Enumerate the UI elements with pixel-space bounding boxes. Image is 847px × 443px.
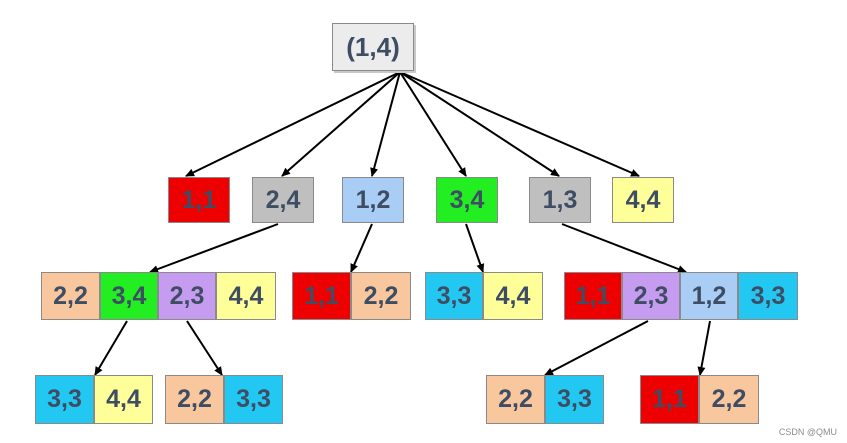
node-l1_4: 1,3	[529, 177, 591, 223]
watermark: CSDN @QMU	[778, 427, 837, 437]
arrow-l2d_2-to-l3d_1	[697, 320, 711, 376]
node-l3d_1: 2,2	[699, 375, 759, 424]
arrow-l1_1-to-l2a_1	[149, 223, 279, 273]
node-l1_0: 1,1	[168, 177, 230, 223]
node-l2b_1: 2,2	[351, 272, 411, 320]
node-l2d_3: 3,3	[738, 272, 798, 320]
arrow-l1_4-to-l2d_2	[561, 223, 687, 273]
arrow-l1_3-to-l2c_0	[465, 223, 485, 273]
node-l2c_0: 3,3	[425, 272, 483, 320]
node-l2a_0: 2,2	[41, 272, 100, 320]
arrow-l1_2-to-l2b_0	[350, 223, 373, 273]
arrow-root-to-l1_2	[370, 71, 401, 177]
node-l3a_1: 4,4	[94, 375, 153, 424]
node-l3a_0: 3,3	[35, 375, 94, 424]
node-l3c_0: 2,2	[486, 375, 545, 424]
node-l1_3: 3,4	[436, 177, 498, 223]
node-l2d_0: 1,1	[564, 272, 622, 320]
arrow-l2d_1-to-l3c_1	[544, 320, 649, 376]
node-l2d_2: 1,2	[680, 272, 738, 320]
arrow-l2a_2-to-l3b_1	[186, 320, 223, 376]
node-l1_2: 1,2	[342, 177, 404, 223]
edge-layer	[94, 71, 711, 376]
node-l2d_1: 2,3	[622, 272, 680, 320]
arrow-root-to-l1_3	[399, 71, 467, 177]
node-l1_5: 4,4	[612, 177, 674, 223]
root-node: (1,4)	[332, 23, 414, 71]
node-l2a_1: 3,4	[100, 272, 158, 320]
node-l3b_1: 3,3	[224, 375, 283, 424]
arrow-root-to-l1_0	[185, 71, 401, 177]
node-l2b_0: 1,1	[292, 272, 351, 320]
node-l1_1: 2,4	[252, 177, 314, 223]
node-l2a_3: 4,4	[216, 272, 276, 320]
node-l2c_1: 4,4	[483, 272, 543, 320]
arrow-root-to-l1_5	[399, 71, 640, 177]
arrow-root-to-l1_1	[281, 71, 401, 177]
node-l3c_1: 3,3	[545, 375, 604, 424]
arrow-root-to-l1_4	[399, 71, 560, 177]
node-l3b_0: 2,2	[165, 375, 224, 424]
node-l3d_0: 1,1	[640, 375, 699, 424]
node-l2a_2: 2,3	[158, 272, 216, 320]
arrow-l2a_1-to-l3a_1	[94, 320, 128, 376]
